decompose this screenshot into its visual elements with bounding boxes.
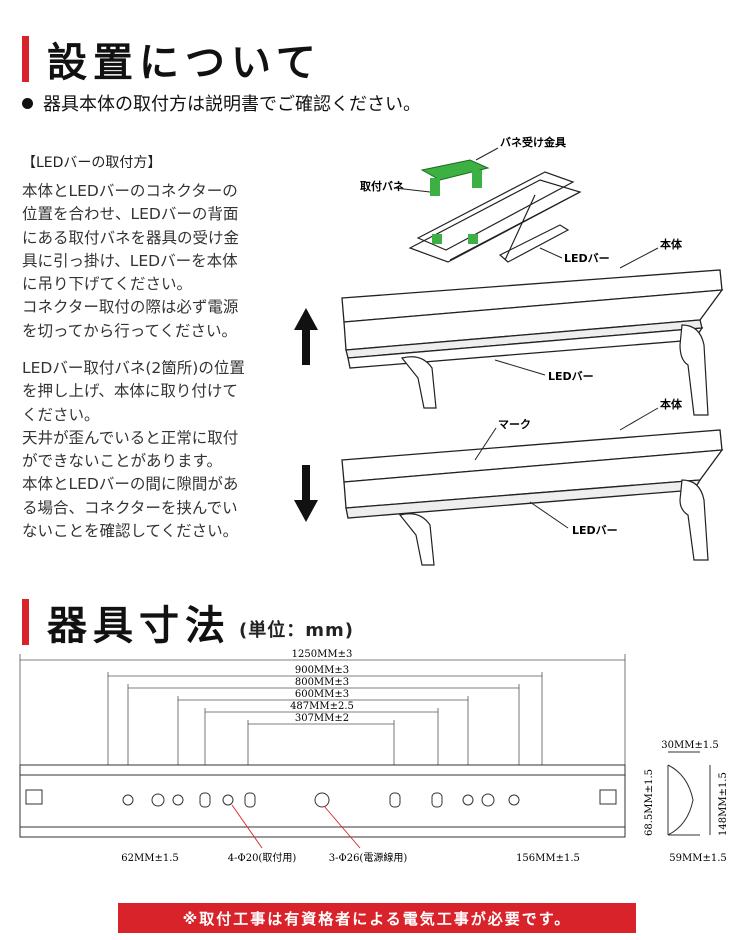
p2-line: ないことを確認してください。 [22,522,239,541]
heading-accent-bar [22,599,29,645]
dimension-title: 器具寸法 [47,603,231,649]
body-top-label: 本体 [660,237,683,251]
fixture-upper [341,269,724,369]
down-arrow-icon [294,465,318,522]
hand-icon [400,324,709,416]
p2-line: る場合、コネクターを挟んでい [22,498,238,517]
paragraph-1: 本体とLEDバーのコネクターの 位置を合わせ、LEDバーの背面 にある取付バネを… [22,180,284,343]
up-arrow-icon [294,308,318,365]
mount-spring-label: 取付バネ [360,179,404,193]
side-148: 148MM±1.5 [718,772,729,836]
install-section-heading: 設置について [22,30,322,88]
dimension-lines [19,654,626,780]
installation-diagram: バネ受け金具 取付バネ LEDバー 本体 LEDバー マーク 本体 LEDバー [294,135,724,566]
p1-line: に吊り下げてください。 [22,275,193,294]
p1-line: にある取付バネを器具の受け金 [22,228,240,247]
dim-800: 800MM±3 [295,677,349,688]
side-30: 30MM±1.5 [661,740,719,751]
dimension-section-heading: 器具寸法 (単位：mm) [22,593,354,651]
paragraph-2: LEDバー取付バネ(2箇所)の位置 を押し上げ、本体に取り付けて ください。 天… [22,357,284,543]
hole-20-label: 4-Φ20(取付用) [228,851,297,864]
p2-line: ください。 [22,405,100,424]
led-bar-bottom-label: LEDバー [572,524,618,537]
side-68: 68.5MM±1.5 [644,769,655,836]
spring-bracket-label: バネ受け金具 [500,135,566,149]
p1-line: を切ってから行ってください。 [22,321,237,340]
spring-bracket-icon [420,159,490,244]
led-bar-top-label: LEDバー [564,252,610,265]
p2-line: ができないことがあります。 [22,452,222,471]
p1-line: 本体とLEDバーのコネクターの [22,182,238,200]
p1-line: コネクター取付の際は必ず電源 [22,298,239,317]
dim-62: 62MM±1.5 [121,853,179,864]
p2-line: 本体とLEDバーの間に隙間があ [22,475,239,494]
fixture-lower [341,429,724,519]
led-heading: 【LEDバーの取付方】 [22,155,162,171]
led-bar-mid-label: LEDバー [548,370,594,383]
body-bottom-label: 本体 [660,397,683,411]
bracket-sketch [408,171,582,263]
side-view [667,751,711,836]
dim-600: 600MM±3 [295,689,349,700]
p2-line: を押し上げ、本体に取り付けて [22,382,238,401]
mounting-holes [122,792,520,808]
install-bullet: 器具本体の取付方は説明書でご確認ください。 [22,90,421,116]
install-title: 設置について [47,40,322,86]
callout-lines [231,804,361,849]
heading-accent-bar [22,36,29,82]
unit-label: (単位：mm) [239,620,354,641]
dim-900: 900MM±3 [295,665,349,676]
mark-label: マーク [498,418,531,431]
p1-line: 位置を合わせ、LEDバーの背面 [22,205,239,224]
p2-line: LEDバー取付バネ(2箇所)の位置 [22,359,245,377]
dim-156: 156MM±1.5 [516,853,580,864]
hand-icon [398,479,709,566]
install-bullet-text: 器具本体の取付方は説明書でご確認ください。 [43,94,421,115]
notice-banner: ※取付工事は有資格者による電気工事が必要です。 [118,903,636,933]
dim-307: 307MM±2 [295,713,349,724]
p1-line: 具に引っ掛け、LEDバーを本体 [22,251,238,270]
dim-1250: 1250MM±3 [292,649,353,660]
dim-487: 487MM±2.5 [290,701,354,712]
side-59: 59MM±1.5 [669,853,727,864]
dimension-drawing: 1250MM±3 900MM±3 800MM±3 600MM±3 487MM±2… [19,649,729,864]
bullet-dot-icon [22,97,33,109]
p2-line: 天井が歪んでいると正常に取付 [22,428,239,447]
hole-26-label: 3-Φ26(電源線用) [329,851,408,864]
